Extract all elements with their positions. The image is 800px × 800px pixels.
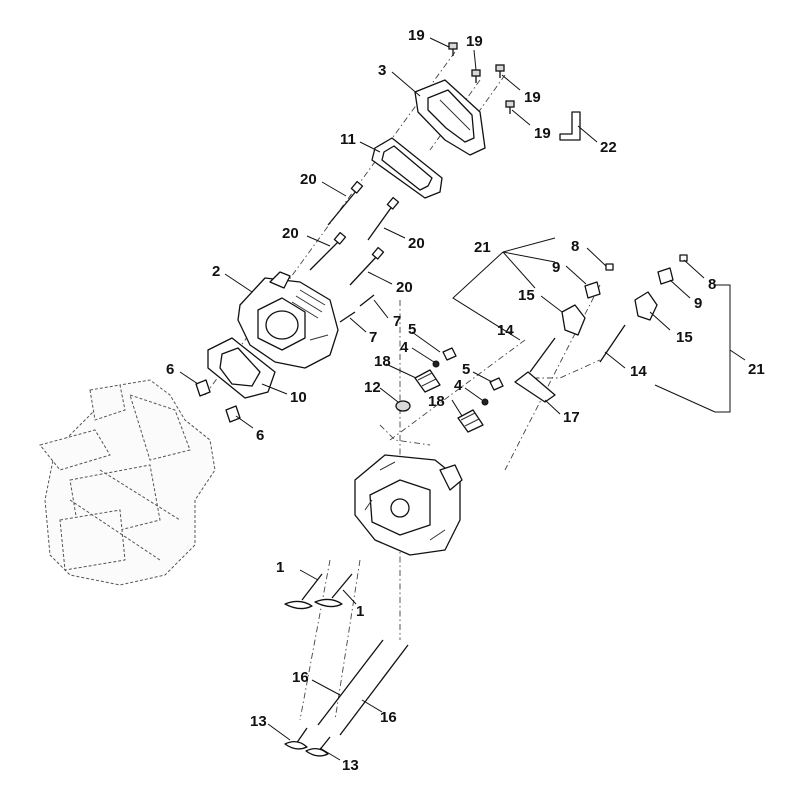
keeper-4b[interactable] (481, 398, 489, 406)
cylinder-2[interactable] (237, 271, 339, 369)
callout-20c: 20 (408, 235, 425, 252)
callout-18a: 18 (374, 353, 391, 370)
callout-19c: 19 (524, 89, 541, 106)
rocker-stud-14a[interactable] (529, 337, 556, 373)
head-gasket-10[interactable] (207, 337, 276, 399)
pivot-9b[interactable] (657, 267, 674, 285)
callout-9a: 9 (552, 259, 560, 276)
callout-1a: 1 (276, 559, 284, 576)
screw-19c[interactable] (495, 64, 505, 78)
callout-21a: 21 (474, 239, 491, 256)
callout-7b: 7 (369, 329, 377, 346)
cylinder-head-lower[interactable] (354, 454, 463, 556)
callout-13b: 13 (342, 757, 359, 774)
tappet-13b[interactable] (305, 736, 331, 757)
callout-11: 11 (340, 131, 356, 148)
retainer-5a[interactable] (442, 347, 457, 361)
callout-4b: 4 (454, 377, 463, 394)
callout-19a: 19 (408, 27, 425, 44)
callout-5b: 5 (462, 361, 470, 378)
callout-21b: 21 (748, 361, 765, 378)
callout-labels: 19 19 19 19 3 22 11 20 20 20 20 2 7 7 21… (166, 27, 765, 774)
valve-1b[interactable] (314, 573, 353, 608)
stud-7b[interactable] (339, 311, 356, 323)
callout-17: 17 (563, 409, 580, 426)
valve-cover-3[interactable] (414, 79, 486, 156)
bracket-22[interactable] (559, 111, 581, 141)
head-bolt-20b[interactable] (367, 196, 400, 241)
callout-2: 2 (212, 263, 220, 280)
push-rod-16b[interactable] (339, 644, 409, 736)
callout-8b: 8 (708, 276, 716, 293)
cover-gasket-11[interactable] (371, 137, 443, 199)
callout-1b: 1 (356, 603, 364, 620)
push-rod-16a[interactable] (317, 639, 384, 726)
valve-seal-12[interactable] (395, 400, 411, 412)
callout-20b: 20 (282, 225, 299, 242)
head-bolt-20c[interactable] (309, 231, 347, 271)
head-bolt-20a[interactable] (327, 180, 364, 226)
callout-15b: 15 (676, 329, 693, 346)
callout-20a: 20 (300, 171, 317, 188)
valve-spring-18b[interactable] (457, 409, 484, 433)
dowel-pin-6a[interactable] (195, 379, 211, 397)
callout-3: 3 (378, 62, 386, 79)
callout-14a: 14 (497, 322, 514, 339)
callout-12: 12 (364, 379, 381, 396)
tappet-13a[interactable] (284, 727, 308, 750)
keeper-4a[interactable] (432, 360, 440, 368)
valve-spring-18a[interactable] (414, 369, 441, 393)
nut-8b[interactable] (679, 254, 688, 262)
callout-10: 10 (290, 389, 307, 406)
callout-22: 22 (600, 139, 617, 156)
callout-20d: 20 (396, 279, 413, 296)
crankcase-ghost (39, 379, 216, 586)
head-bolt-20d[interactable] (349, 246, 385, 286)
callout-13a: 13 (250, 713, 267, 730)
callout-18b: 18 (428, 393, 445, 410)
rocker-stud-14b[interactable] (599, 324, 626, 363)
guide-plate-17[interactable] (514, 371, 556, 403)
rocker-arm-15a[interactable] (561, 304, 586, 336)
dowel-pin-6b[interactable] (225, 405, 241, 423)
callout-14b: 14 (630, 363, 647, 380)
leader-lines (179, 37, 746, 761)
callout-6b: 6 (256, 427, 264, 444)
callout-7a: 7 (393, 313, 401, 330)
callout-8a: 8 (571, 238, 579, 255)
callout-6a: 6 (166, 361, 174, 378)
retainer-5b[interactable] (489, 377, 504, 391)
callout-16b: 16 (380, 709, 397, 726)
valve-1a[interactable] (284, 573, 323, 610)
screw-19a[interactable] (448, 42, 458, 56)
callout-15a: 15 (518, 287, 535, 304)
callout-19d: 19 (534, 125, 551, 142)
callout-4a: 4 (400, 339, 409, 356)
nut-8a[interactable] (605, 263, 614, 271)
callout-5a: 5 (408, 321, 416, 338)
callout-16a: 16 (292, 669, 309, 686)
callout-19b: 19 (466, 33, 483, 50)
screw-19d[interactable] (505, 100, 515, 114)
callout-9b: 9 (694, 295, 702, 312)
stud-7a[interactable] (359, 294, 375, 307)
pivot-9a[interactable] (584, 281, 601, 299)
